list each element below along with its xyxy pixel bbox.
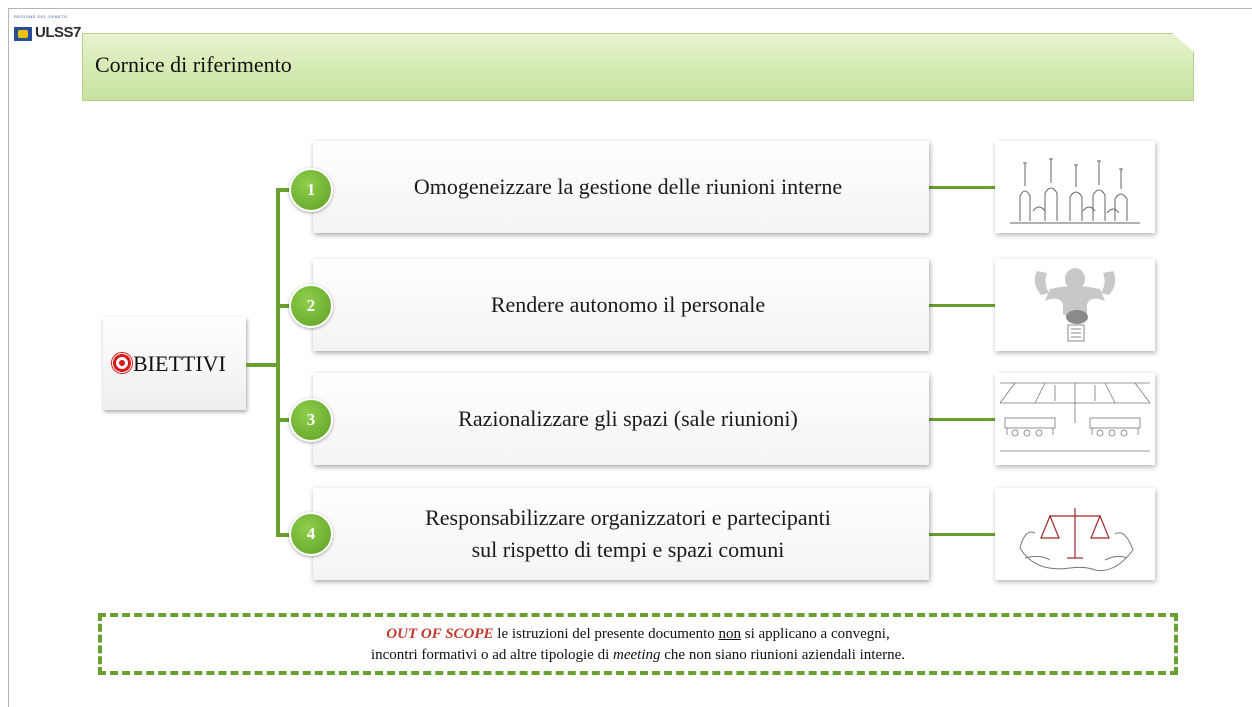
logo-name: ULSS7 bbox=[35, 24, 81, 41]
step-number-2: 2 bbox=[289, 284, 333, 328]
connector-thumb-1 bbox=[929, 186, 995, 189]
out-of-scope-line2-b: che non siano riunioni aziendali interne… bbox=[660, 647, 906, 663]
objective-item-2: Rendere autonomo il personale bbox=[313, 259, 929, 351]
out-of-scope-line2-a: incontri formativi o ad altre tipologie … bbox=[370, 647, 614, 663]
connector-root bbox=[246, 363, 278, 367]
objective-text-1: Omogeneizzare la gestione delle riunioni… bbox=[414, 171, 842, 203]
logo-region-text: REGIONE DEL VENETO bbox=[14, 14, 68, 19]
logo-mark-icon bbox=[14, 27, 32, 41]
objective-text-3: Razionalizzare gli spazi (sale riunioni) bbox=[458, 403, 798, 435]
scales-in-hands-image bbox=[995, 488, 1155, 580]
out-of-scope-label: OUT OF SCOPE bbox=[386, 626, 494, 642]
raised-hands-image bbox=[995, 141, 1155, 233]
target-icon bbox=[111, 352, 133, 374]
objective-text-4-line-2: sul rispetto di tempi e spazi comuni bbox=[471, 537, 785, 562]
objective-text-4-line-1: Responsabilizzare organizzatori e partec… bbox=[425, 505, 831, 530]
slide-frame bbox=[8, 8, 1252, 707]
step-number-3: 3 bbox=[289, 398, 333, 442]
meeting-room-image bbox=[995, 373, 1155, 465]
objective-item-4: Responsabilizzare organizzatori e partec… bbox=[313, 488, 929, 580]
connector-thumb-4 bbox=[929, 533, 995, 536]
out-of-scope-underlined: non bbox=[718, 626, 741, 642]
connector-trunk bbox=[276, 188, 280, 536]
page-title: Cornice di riferimento bbox=[95, 52, 292, 77]
objective-text-3-line-1: Razionalizzare gli spazi (sale riunioni) bbox=[458, 406, 798, 431]
objective-text-1-line-1: Omogeneizzare la gestione delle riunioni… bbox=[413, 174, 843, 199]
out-of-scope-line2-italic: meeting bbox=[613, 647, 661, 663]
strong-figure-image bbox=[995, 259, 1155, 351]
objective-text-2: Rendere autonomo il personale bbox=[491, 289, 765, 321]
step-number-4: 4 bbox=[289, 512, 333, 556]
objectives-box: BIETTIVI bbox=[103, 317, 246, 410]
connector-thumb-3 bbox=[929, 418, 995, 421]
objectives-label: BIETTIVI bbox=[133, 351, 226, 376]
step-number-1: 1 bbox=[289, 168, 333, 212]
objective-item-3: Razionalizzare gli spazi (sale riunioni) bbox=[313, 373, 929, 465]
out-of-scope-box: OUT OF SCOPE le istruzioni del presente … bbox=[98, 613, 1178, 675]
connector-thumb-2 bbox=[929, 304, 995, 307]
objective-text-4: Responsabilizzare organizzatori e partec… bbox=[425, 502, 831, 566]
objective-item-1: Omogeneizzare la gestione delle riunioni… bbox=[313, 141, 929, 233]
title-banner: Cornice di riferimento bbox=[82, 33, 1194, 101]
ulss7-logo: REGIONE DEL VENETO ULSS7 bbox=[14, 14, 84, 48]
out-of-scope-text-2: si applicano a convegni, bbox=[740, 626, 890, 642]
out-of-scope-text-1: le istruzioni del presente documento bbox=[493, 626, 719, 642]
objective-text-2-line-1: Rendere autonomo il personale bbox=[490, 292, 766, 317]
out-of-scope-line-2: incontri formativi o ad altre tipologie … bbox=[102, 645, 1174, 666]
out-of-scope-line-1: OUT OF SCOPE le istruzioni del presente … bbox=[102, 624, 1174, 645]
